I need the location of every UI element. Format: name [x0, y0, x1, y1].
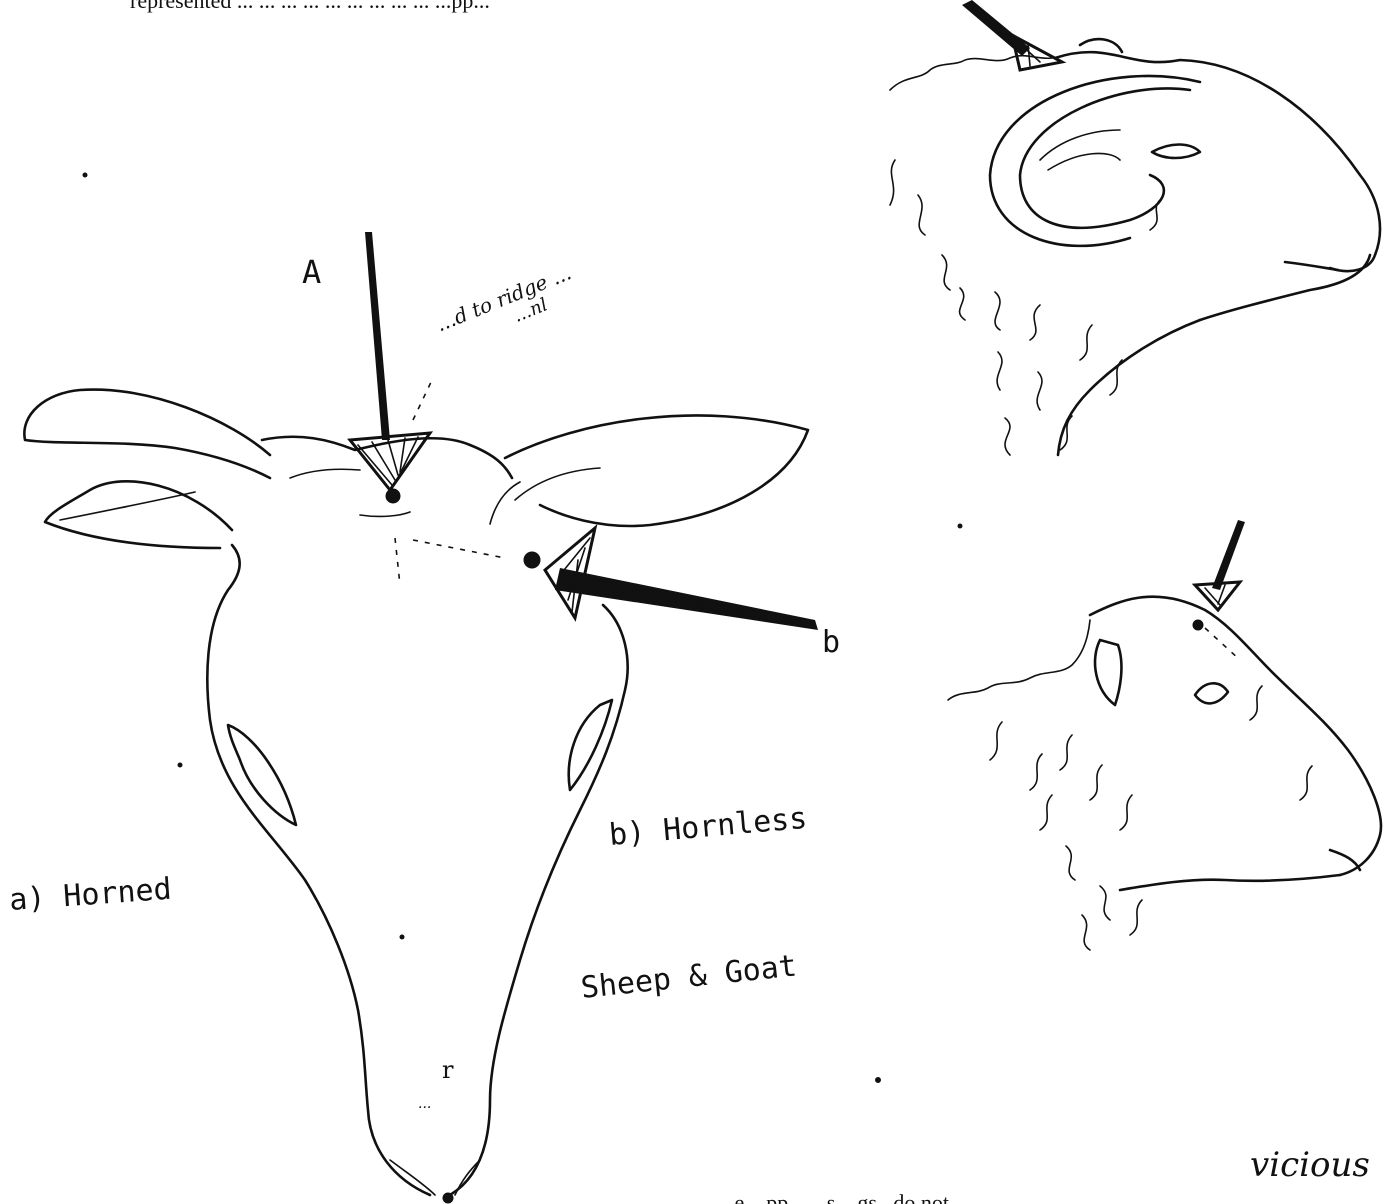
head-poll	[262, 437, 512, 478]
top-text-line: represented ... ... ... ... ... ... ... …	[130, 0, 490, 13]
caption-horned: a) Horned	[8, 872, 173, 918]
guide-line-note	[413, 380, 432, 420]
point-A-marker	[386, 489, 400, 503]
handwritten-note: ...d to ridge ... ...nl	[433, 260, 583, 355]
label-b: b	[822, 625, 840, 660]
guide-line-vertical	[395, 538, 400, 585]
horned-sheep-side-view	[890, 0, 1380, 455]
svg-text:...d to ridge ...: ...d to ridge ...	[433, 260, 575, 336]
hornless-sheep-eye	[1195, 683, 1228, 703]
hornless-sheep-ear	[1095, 640, 1121, 705]
caption-species: Sheep & Goat	[579, 948, 798, 1005]
guide-line-horizontal	[413, 540, 505, 558]
handwritten-word: vicious	[1250, 1145, 1370, 1185]
horned-head-front-view	[24, 173, 962, 1203]
label-A: A	[302, 253, 321, 291]
left-ear	[45, 481, 232, 548]
arrow-b	[524, 528, 818, 630]
bottom-text-line: ... ... ... ... ... ... ... ... ... ...e…	[520, 1190, 949, 1204]
horned-sheep-eye	[1152, 145, 1200, 159]
muzzle-note-text: ...	[418, 1096, 431, 1112]
hornless-sheep-head-outline	[1090, 597, 1381, 875]
left-horn	[24, 390, 270, 478]
right-eye	[569, 700, 612, 790]
point-b-marker	[524, 552, 540, 568]
face-left-outline	[207, 545, 430, 1195]
arrow-A	[350, 232, 430, 503]
horned-sheep-head-outline	[1055, 52, 1380, 271]
left-eye	[228, 725, 296, 825]
right-ear	[505, 415, 808, 526]
hornless-sheep-side-view	[948, 520, 1381, 950]
muzzle-note-letter: r	[442, 1056, 454, 1084]
hornless-sheep-marker	[1193, 620, 1203, 630]
caption-hornless: b) Hornless	[608, 801, 809, 853]
face-right-outline	[450, 605, 628, 1195]
